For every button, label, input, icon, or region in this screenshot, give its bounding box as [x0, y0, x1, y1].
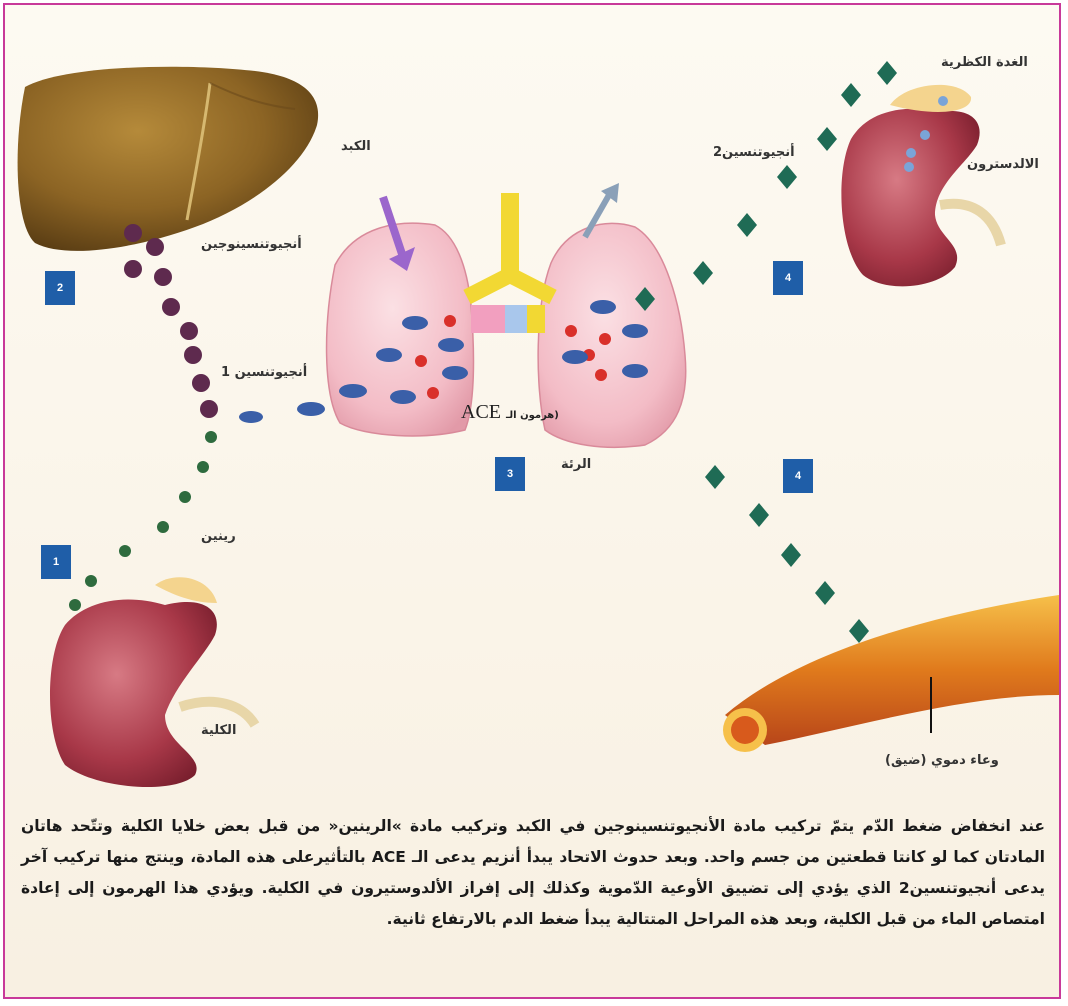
kidney-label: الكلية [201, 723, 236, 738]
step-badge: 4 [783, 459, 813, 493]
step-badge: 2 [45, 271, 75, 305]
liver-icon [18, 67, 319, 251]
ace-hormone-label: (هرمون الـ [506, 410, 559, 421]
blood-vessel-label: وعاء دموي (ضيق) [885, 753, 999, 768]
angiotensinogen-dots [124, 224, 218, 418]
diagram-frame: الكبد أنجيوتنسينوجين أنجيوتنسين 1 رينين … [3, 3, 1061, 999]
renin-label: رينين [201, 529, 236, 544]
liver-label: الكبد [341, 139, 371, 154]
blood-vessel-icon [723, 595, 1059, 752]
caption-text: عند انخفاض ضغط الدّم يتمّ تركيب مادة الأ… [21, 811, 1045, 935]
aldosterone-label: الالدسترون [967, 157, 1039, 172]
step-badge: 3 [495, 457, 525, 491]
angiotensin2-label: أنجيوتنسين2 [713, 145, 795, 160]
kidney-icon [50, 577, 255, 787]
ace-text: ACE [461, 401, 501, 423]
ace-label: (هرمون الـ ACE [461, 401, 559, 424]
angiotensin1-label: أنجيوتنسين 1 [221, 365, 307, 380]
step-badge: 4 [773, 261, 803, 295]
lung-label: الرئة [561, 457, 591, 472]
angiotensinogen-label: أنجيوتنسينوجين [201, 237, 302, 252]
adrenal-gland-label: الغدة الكظرية [941, 55, 1028, 70]
kidney-aldosterone-icon [841, 85, 1001, 287]
step-badge: 1 [41, 545, 71, 579]
